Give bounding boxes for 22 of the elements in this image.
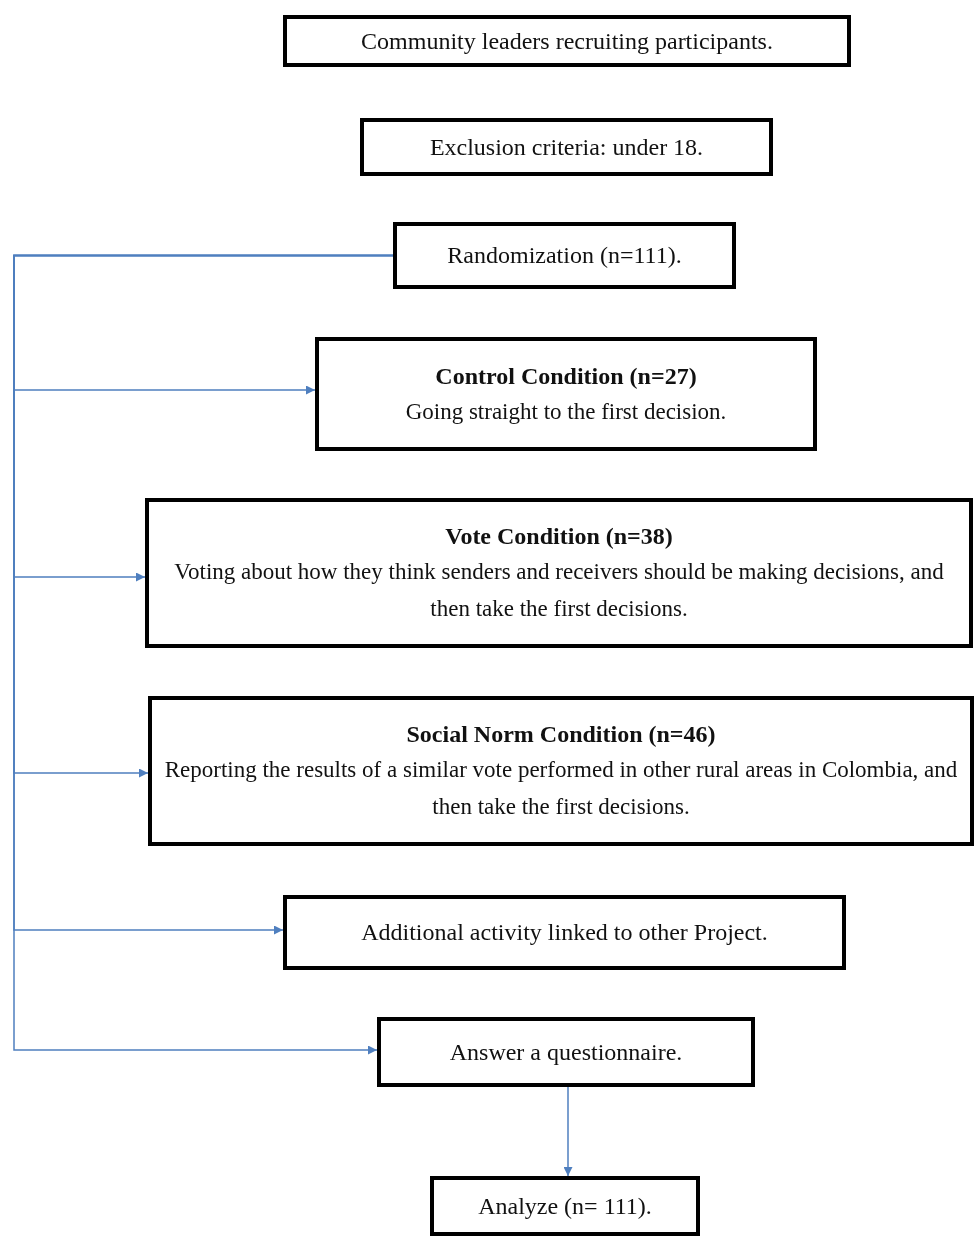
process-box — [430, 1176, 700, 1236]
box-text: Answer a questionnaire. — [449, 1037, 683, 1067]
process-box — [148, 696, 974, 846]
box-text: Additional activity linked to other Project. — [361, 918, 768, 948]
process-box — [315, 337, 817, 451]
box-text: Community leaders recruiting participants. — [361, 26, 773, 56]
process-box — [393, 222, 736, 289]
box-text: Voting about how they think senders and receivers should be making decisions, and then take the first decisions. — [173, 558, 945, 623]
process-box — [283, 15, 851, 67]
process-box — [377, 1017, 755, 1087]
process-box — [360, 118, 773, 176]
process-box — [145, 498, 973, 648]
arrow — [563, 1086, 573, 1177]
box-text: Randomization (n=111). — [447, 241, 682, 271]
box-heading: Vote Condition (n=38) — [445, 522, 673, 552]
process-box — [283, 895, 846, 970]
box-heading: Control Condition (n=27) — [435, 361, 697, 391]
box-text: Reporting the results of a similar vote performed in other rural areas in Colombia, and then take the first decisions. — [163, 756, 959, 821]
box-text: Going straight to the first decision. — [405, 397, 727, 426]
box-heading: Social Norm Condition (n=46) — [406, 720, 716, 750]
box-text: Analyze (n= 111). — [478, 1191, 652, 1221]
box-text: Exclusion criteria: under 18. — [429, 132, 704, 162]
